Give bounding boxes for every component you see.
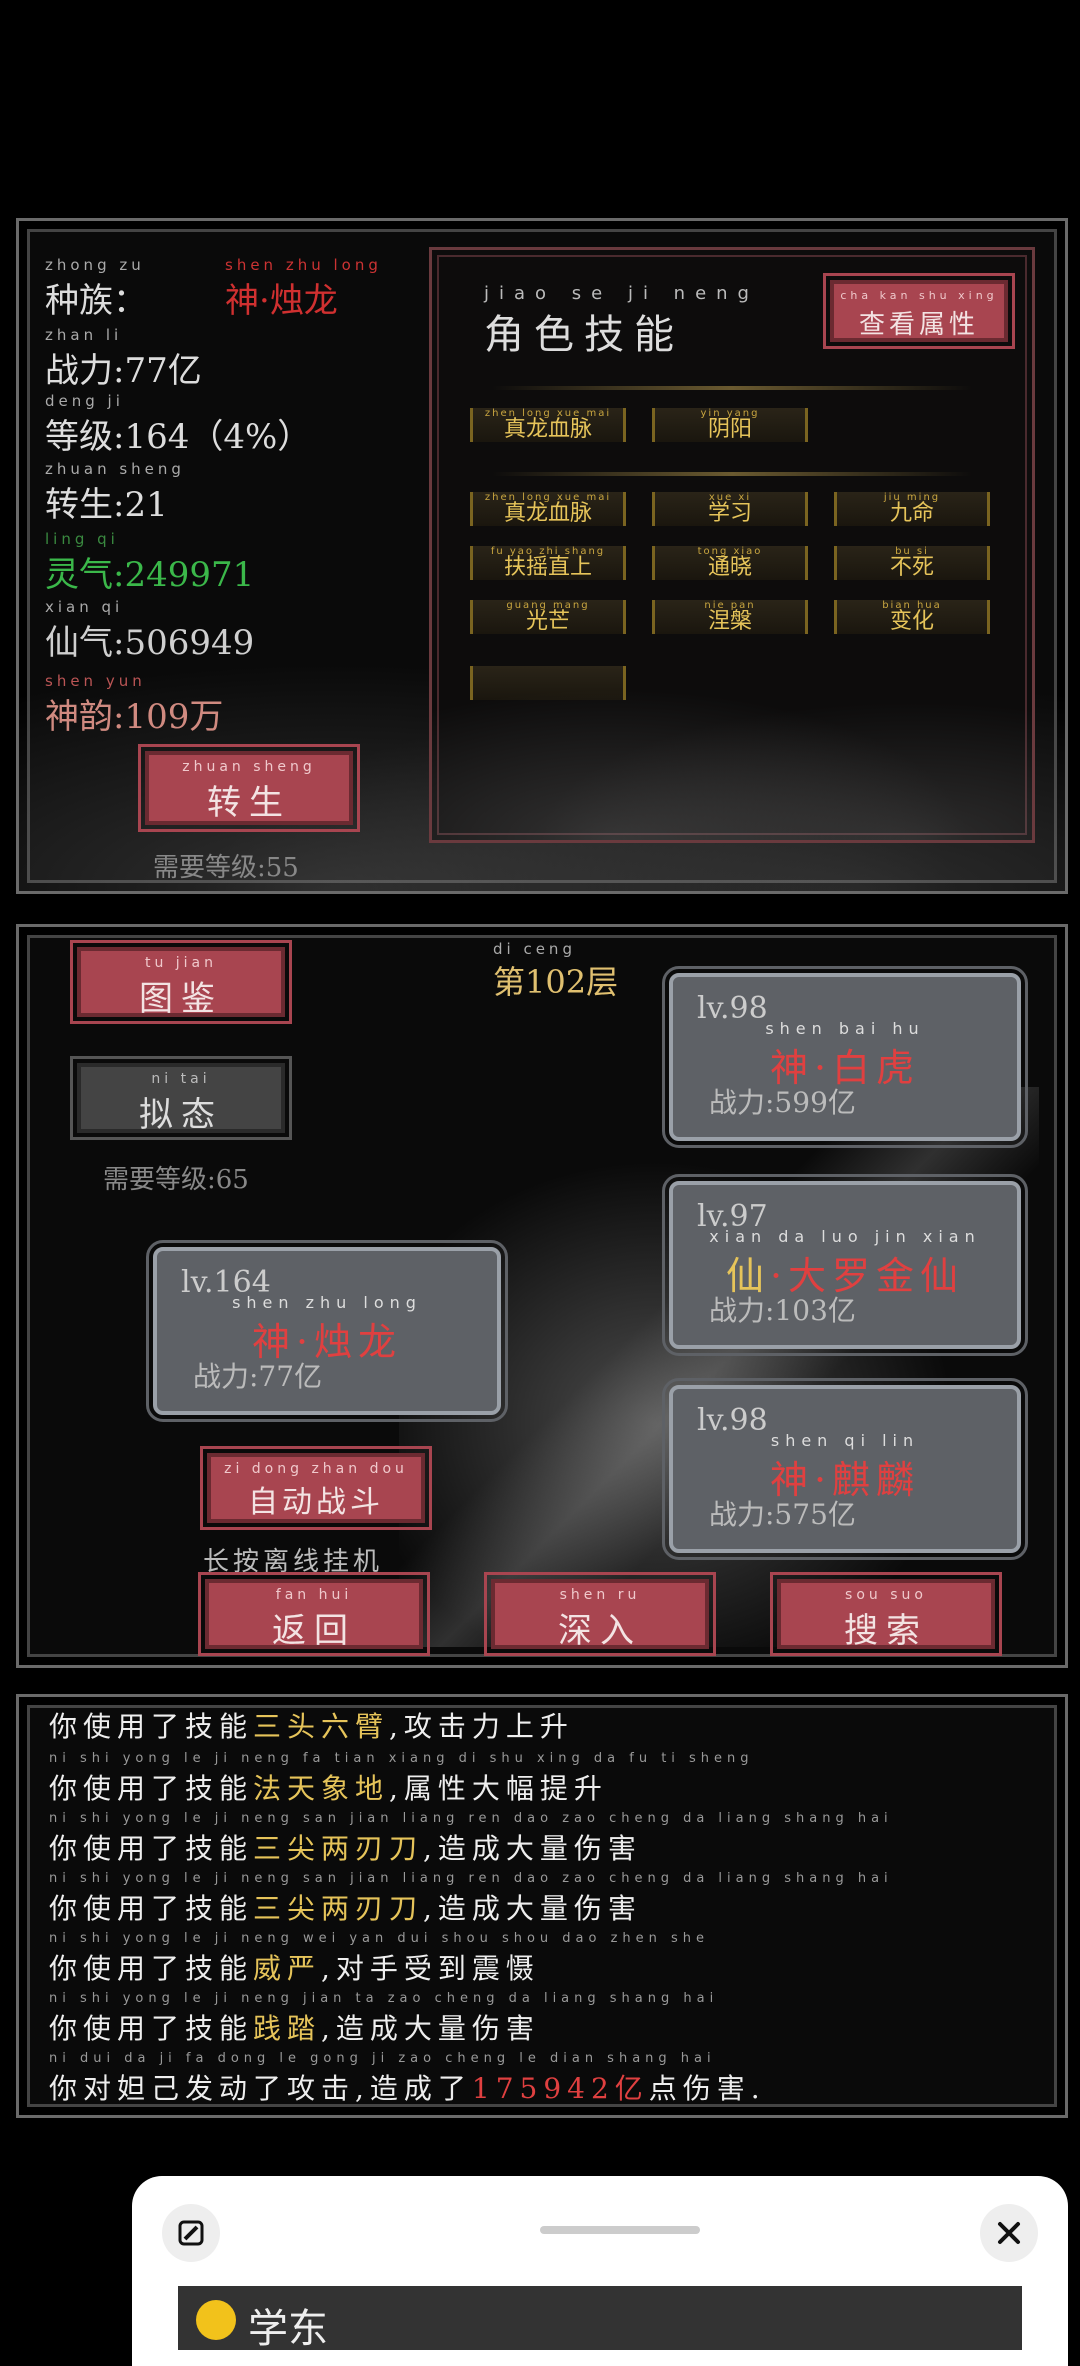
log-line: ni shi yong le ji neng fa tian xiang di … (49, 1751, 754, 1805)
mountain-mist (432, 663, 1032, 840)
skill-slot-empty[interactable] (470, 666, 626, 700)
stat-level: deng ji 等级:164（4%） (45, 392, 312, 457)
stat-race: zhong zu 种族： shen zhu long 神·烛龙 (45, 256, 382, 321)
drag-handle[interactable] (540, 2226, 700, 2234)
stat-shenyun: shen yun 神韵:109万 (45, 672, 224, 737)
log-line: ni shi yong le ji neng san jian liang re… (49, 1811, 893, 1865)
stat-power: zhan li 战力:77亿 (45, 326, 202, 391)
log-line: 你使用了技能三头六臂,攻击力上升 (49, 1710, 574, 1743)
bottom-sheet: 学东 (132, 2176, 1068, 2366)
view-attributes-button[interactable]: cha kan shu xing 查看属性 (823, 273, 1015, 349)
emoji-icon (196, 2300, 236, 2340)
battle-log: 你使用了技能三头六臂,攻击力上升 ni shi yong le ji neng … (16, 1694, 1068, 2118)
enemy-card[interactable]: lv.97 xian da luo jin xian 仙·大罗金仙 战力:103… (662, 1174, 1028, 1356)
log-line: ni shi yong le ji neng jian ta zao cheng… (49, 1991, 719, 2045)
log-line: ni dui da ji fa dong le gong ji zao chen… (49, 2051, 766, 2105)
stat-rebirth: zhuan sheng 转生:21 (45, 460, 185, 525)
player-card[interactable]: lv.164 shen zhu long 神·烛龙 战力:77亿 (146, 1240, 508, 1422)
stat-lingqi: ling qi 灵气:249971 (45, 530, 255, 595)
sheet-preview: 学东 (178, 2286, 1022, 2350)
preview-text: 学东 (248, 2307, 328, 2350)
close-icon[interactable] (980, 2204, 1038, 2262)
mimic-requirement: 需要等级:65 (103, 1165, 249, 1195)
log-line: ni shi yong le ji neng wei yan dui shou … (49, 1931, 710, 1985)
edit-icon[interactable] (162, 2204, 220, 2262)
stat-xianqi: xian qi 仙气:506949 (45, 598, 255, 663)
character-panel: zhong zu 种族： shen zhu long 神·烛龙 zhan li … (16, 218, 1068, 894)
rebirth-requirement: 需要等级:55 (153, 853, 299, 883)
divider (492, 472, 972, 476)
auto-battle-hint: 长按离线挂机 (203, 1547, 384, 1577)
divider (492, 386, 972, 390)
skills-title: jiao se ji neng 角色技能 (484, 283, 759, 359)
skills-panel: jiao se ji neng 角色技能 cha kan shu xing 查看… (429, 247, 1035, 843)
enemy-card[interactable]: lv.98 shen qi lin 神·麒麟 战力:575亿 (662, 1378, 1028, 1560)
enemy-card[interactable]: lv.98 shen bai hu 神·白虎 战力:599亿 (662, 966, 1028, 1148)
mountain-art (399, 1087, 1039, 1647)
log-line: ni shi yong le ji neng san jian liang re… (49, 1871, 893, 1925)
rebirth-button[interactable]: zhuan sheng 转生 (138, 744, 360, 832)
